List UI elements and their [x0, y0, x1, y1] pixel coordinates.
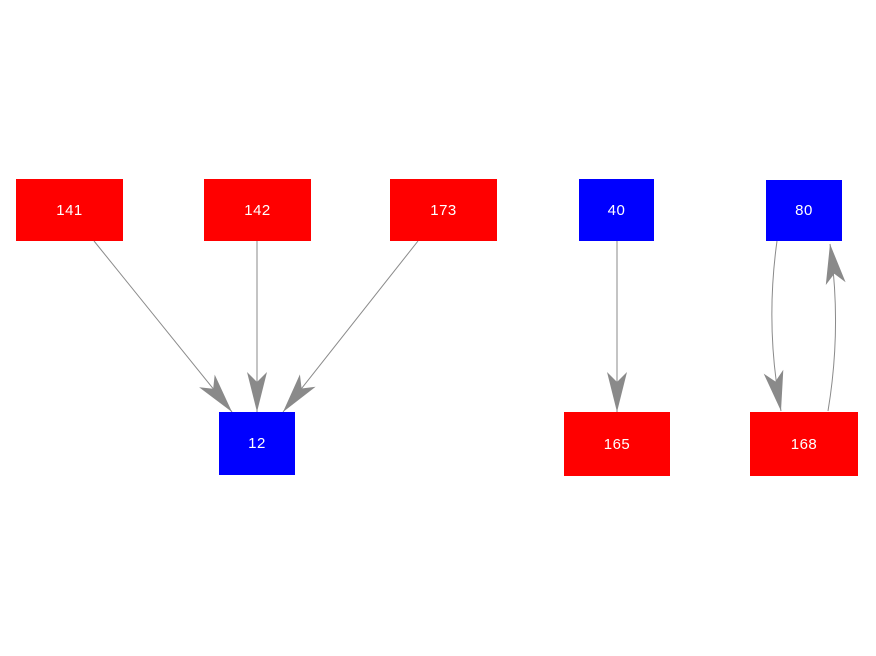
arrowhead-141-to-12 — [199, 374, 232, 412]
node-173: 173 — [390, 179, 497, 241]
node-label: 165 — [603, 435, 631, 453]
node-80: 80 — [766, 180, 842, 241]
arrowhead-40-to-165 — [607, 372, 627, 412]
node-168: 168 — [750, 412, 858, 476]
node-142: 142 — [204, 179, 311, 241]
arrowhead-168-to-80 — [825, 244, 846, 285]
edge-173-to-12 — [282, 240, 419, 413]
node-165: 165 — [564, 412, 670, 476]
node-12: 12 — [219, 412, 295, 475]
edge-141-to-12 — [93, 240, 233, 413]
node-label: 142 — [244, 201, 271, 219]
arrowhead-80-to-168 — [763, 369, 784, 411]
node-label: 12 — [248, 435, 266, 452]
arrowhead-142-to-12 — [247, 372, 267, 412]
arrowhead-173-to-12 — [283, 374, 316, 412]
node-141: 141 — [16, 179, 123, 241]
node-label: 173 — [430, 201, 457, 219]
node-label: 141 — [56, 201, 83, 219]
node-label: 80 — [795, 202, 813, 219]
node-label: 40 — [607, 201, 626, 219]
node-label: 168 — [790, 435, 818, 453]
node-40: 40 — [579, 179, 654, 241]
